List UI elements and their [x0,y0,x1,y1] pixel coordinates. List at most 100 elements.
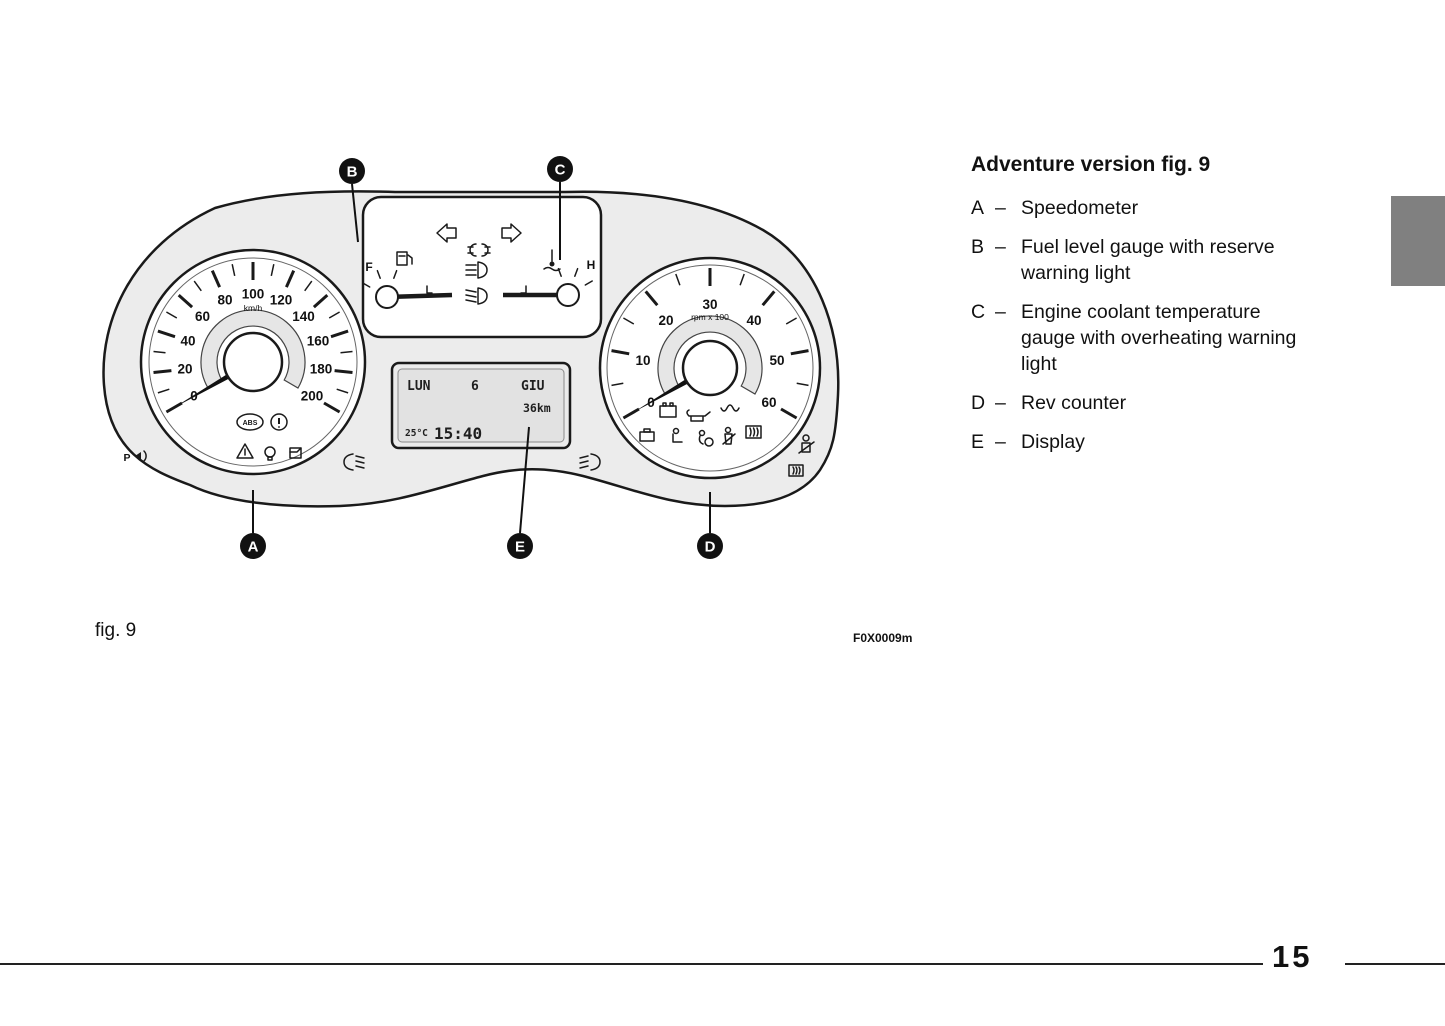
rear-fog-icon [579,453,601,471]
page-number: 15 [1272,939,1313,974]
svg-text:40: 40 [180,334,195,349]
legend-item-c: C – Engine coolant temperature gauge wit… [971,299,1371,377]
speedometer-hub [222,331,284,393]
svg-text:120: 120 [270,293,293,308]
fuel-full-label: F [365,260,372,274]
glow-plug-icon [720,404,740,412]
svg-text:C: C [555,162,566,179]
legend-item-letter: D [971,392,986,414]
legend-item-d: D – Rev counter [971,390,1371,416]
tachometer-ticks [611,268,809,420]
svg-text:100: 100 [242,287,265,302]
front-fog-icon [343,453,365,471]
svg-text:B: B [347,164,358,181]
legend-item-dash: – [995,392,1006,414]
svg-text:50: 50 [769,353,784,368]
section-tab [1391,196,1445,286]
figure-code: F0X0009m [853,631,913,645]
svg-text:10: 10 [635,353,650,368]
exterior-light-icon [264,446,276,461]
fuel-gauge: F [362,251,453,309]
seatbelt-reminder-icon [722,426,736,445]
legend-item-letter: C [971,301,986,323]
legend-item-letter: A [971,197,985,219]
legend-item-dash: – [995,197,1006,219]
display-time: 15:40 [434,424,482,443]
display-day: LUN [407,379,431,394]
legend-item-text: Display [1021,431,1085,453]
footer-rule-left [0,963,1263,965]
callout-A: A [240,490,266,559]
legend-item-b: B – Fuel level gauge with reserve warnin… [971,234,1371,286]
legend-item-a: A – Speedometer [971,195,1371,221]
abs-icon: ABS [236,413,264,431]
svg-text:20: 20 [177,362,192,377]
turn-signal-right-icon [501,223,522,243]
legend-title: Adventure version fig. 9 [971,153,1211,176]
battery-icon [659,402,677,418]
legend: Adventure version fig. 9 A – Speedometer… [971,153,1371,468]
svg-text:160: 160 [307,334,330,349]
svg-text:60: 60 [195,309,210,324]
svg-text:P: P [123,452,130,464]
position-lights-icon [467,243,491,257]
tachometer: 0 10 20 30 40 50 60 rpm x 100 [598,256,822,480]
svg-text:A: A [248,539,259,556]
fuel-scale-mark [426,285,433,294]
main-beam-icon [465,261,488,279]
low-beam-icon [465,287,488,305]
svg-text:80: 80 [217,293,232,308]
figure-caption: fig. 9 [95,620,137,641]
engine-check-icon [639,428,655,442]
svg-text:60: 60 [761,395,776,410]
callouts: B C A E D [240,156,723,559]
heater-grid-icon [745,425,762,439]
legend-item-dash: – [995,301,1006,323]
display-odometer: 36km [523,401,551,415]
parking-lights-icon: P [123,450,147,464]
legend-item-letter: E [971,431,985,453]
fuel-needle-hub [375,285,399,309]
speedometer-arc-ring [200,309,306,389]
legend-item-e: E – Display [971,429,1371,455]
legend-item-dash: – [995,431,1006,453]
seat-icon [672,427,683,443]
legend-item-letter: B [971,236,985,258]
callout-C: C [547,156,573,260]
oil-pressure-icon [686,409,711,422]
legend-item-text: Fuel level gauge with reserve warning li… [1021,236,1275,284]
legend-item-dash: – [995,236,1006,258]
speedometer: 0 20 40 60 80 100 120 140 160 180 200 km… [139,248,367,476]
svg-text:140: 140 [292,309,315,324]
coolant-temp-icon [543,249,561,272]
svg-text:ABS: ABS [243,420,258,427]
legend-item-text: Rev counter [1021,392,1127,414]
svg-text:E: E [515,539,525,556]
callout-E: E [507,426,533,559]
heated-rear-window-icon [788,464,804,477]
display-date: 6 [471,379,479,394]
callout-D: D [697,492,723,559]
brake-warning-icon [270,413,288,431]
seatbelt-warning-icon [798,434,815,454]
door-ajar-icon [289,447,302,459]
temp-needle-hub [556,283,580,307]
temperature-gauge: H [503,249,596,307]
temp-hot-label: H [587,258,596,272]
svg-text:200: 200 [301,389,324,404]
svg-text:40: 40 [746,313,761,328]
display-month: GIU [521,379,545,394]
legend-item-text: Engine coolant temperature gauge with ov… [1021,301,1297,375]
tachometer-unit: rpm x 100 [691,312,729,322]
fuel-pump-icon [396,251,413,266]
display: LUN 6 GIU 36km 25°C 15:40 [390,361,572,450]
speedometer-labels: 0 20 40 60 80 100 120 140 160 180 200 km… [177,287,332,404]
turn-signal-left-icon [436,223,457,243]
callout-B: B [339,158,365,243]
tachometer-arc-ring [657,315,763,395]
instrument-cluster-figure: F H [102,156,840,559]
speedometer-unit: km/h [244,303,263,313]
hazard-warning-icon [236,443,254,459]
tachometer-hub [681,339,739,397]
